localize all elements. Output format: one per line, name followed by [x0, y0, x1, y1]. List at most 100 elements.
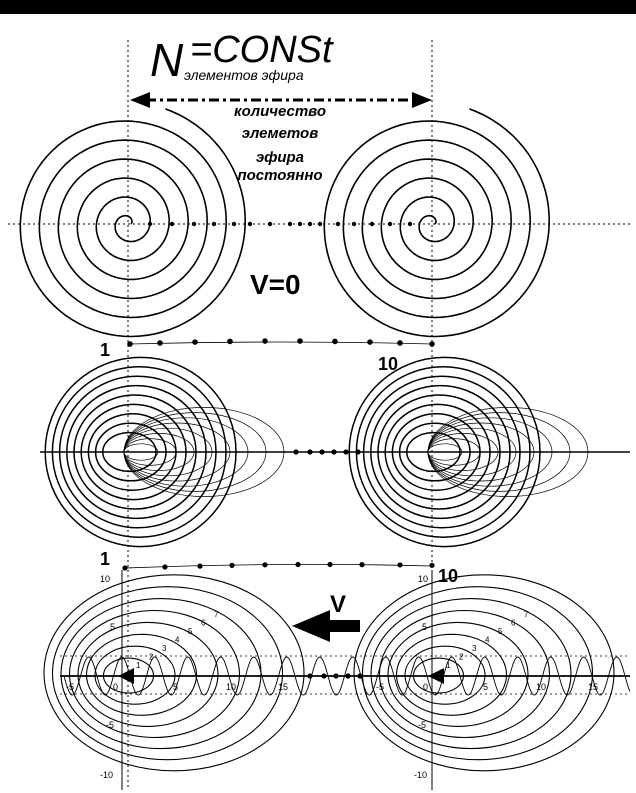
tick-y-neg5-left: -5: [106, 720, 114, 730]
chain-1-end: 10: [378, 354, 398, 374]
outer-ellipse: [58, 375, 217, 529]
element-dot: [267, 221, 273, 227]
chain-dot: [295, 561, 301, 568]
tick-x-neg5-left: -5: [66, 682, 74, 692]
chain-line-2: [124, 564, 433, 569]
title-subscript: элементов эфира: [184, 67, 304, 83]
tick-x-5-left: 5: [173, 682, 178, 692]
turn-number: 3: [472, 644, 477, 653]
velocity-label: V: [330, 591, 346, 618]
ellipse-set-right: [348, 356, 589, 548]
offset-ellipse: [43, 574, 305, 772]
offset-ellipse: [404, 645, 486, 705]
title-equation: =CONSt: [190, 29, 334, 71]
chain-dot: [197, 563, 203, 569]
outer-ellipse: [80, 403, 187, 501]
chain-dot: [262, 562, 268, 568]
turn-number: 7: [524, 610, 529, 619]
tick-y-10-right: 10: [418, 574, 428, 584]
tick-y-neg10-right: -10: [414, 770, 427, 780]
velocity-zero-label: V=0: [250, 269, 301, 300]
turn-number: 5: [188, 627, 193, 636]
chain-dot: [397, 340, 403, 346]
offset-ellipse: [102, 657, 155, 694]
element-dot: [331, 449, 337, 455]
origin-arrow-right: [428, 668, 444, 684]
element-dot: [297, 221, 303, 227]
outer-ellipse: [370, 384, 511, 520]
tick-y-10-left: 10: [100, 574, 110, 584]
title-symbol: N: [150, 34, 184, 86]
chain-dot: [262, 338, 268, 344]
tick-x-neg5-right: -5: [376, 682, 384, 692]
element-dot: [355, 449, 361, 455]
element-dot: [147, 221, 153, 227]
tick-y-neg10-left: -10: [100, 770, 113, 780]
element-dot: [343, 449, 349, 455]
turn-number: 4: [485, 636, 490, 645]
moving-spiral-right: [353, 574, 615, 772]
element-dot: [307, 449, 313, 455]
annotation-line-4: постоянно: [237, 167, 322, 184]
tick-y-neg5-right: -5: [418, 720, 426, 730]
annotation-line-2: элеметов: [242, 125, 319, 142]
tick-x-15-right: 15: [588, 682, 598, 692]
offset-ellipse: [378, 609, 551, 739]
chain-dot: [162, 564, 168, 570]
turn-number: 4: [175, 636, 180, 645]
outer-ellipse: [384, 403, 491, 501]
velocity-arrow: [292, 610, 360, 642]
turn-number: 1: [136, 661, 141, 670]
element-dot: [211, 221, 217, 227]
element-dot: [357, 673, 363, 679]
outer-ellipse: [406, 431, 461, 473]
chain-row-1: 1 10: [100, 338, 435, 374]
element-dot: [387, 221, 393, 227]
chain-dot: [332, 338, 338, 345]
moving-spiral-left: [43, 574, 305, 772]
element-dot: [293, 449, 299, 455]
chain-row-2: 1 10: [100, 549, 458, 586]
inner-loop: [123, 407, 285, 497]
element-dot: [317, 221, 323, 227]
outer-ellipse: [73, 394, 197, 510]
top-black-bar: [0, 0, 636, 14]
chain-2-start: 1: [100, 549, 110, 569]
element-dot: [231, 221, 237, 227]
element-dot: [345, 673, 351, 679]
turn-number: 2: [149, 653, 154, 662]
element-dot: [247, 221, 253, 227]
chain-dot: [297, 338, 303, 344]
tick-x-10-right: 10: [536, 682, 546, 692]
panel-2-ellipses: [40, 356, 630, 548]
turn-number: 2: [459, 653, 464, 662]
tick-x-10-left: 10: [226, 682, 236, 692]
chain-2-end: 10: [438, 566, 458, 586]
tick-x-15-left: 15: [278, 682, 288, 692]
chain-dot: [367, 339, 373, 345]
outer-ellipse: [44, 356, 237, 548]
offset-ellipse: [85, 633, 198, 716]
element-dot: [321, 673, 327, 679]
arrow-head-right: [412, 92, 432, 108]
element-dot: [369, 221, 375, 227]
element-dot: [307, 673, 313, 679]
chain-dot: [229, 562, 235, 568]
element-dots-1: [147, 221, 413, 227]
offset-ellipse: [353, 574, 615, 772]
element-dot: [335, 221, 341, 227]
annotation-line-3: эфира: [256, 149, 304, 166]
element-dot: [333, 673, 339, 679]
chain-dot: [157, 340, 163, 346]
spiral-left-1: [19, 108, 247, 338]
offset-ellipse: [412, 657, 465, 694]
turn-number: 1: [446, 661, 451, 670]
outer-ellipse: [66, 384, 207, 520]
outer-ellipse: [398, 422, 471, 482]
chain-dot: [192, 339, 198, 345]
tick-y-5-right: 5: [422, 622, 427, 632]
element-dot: [169, 221, 175, 227]
